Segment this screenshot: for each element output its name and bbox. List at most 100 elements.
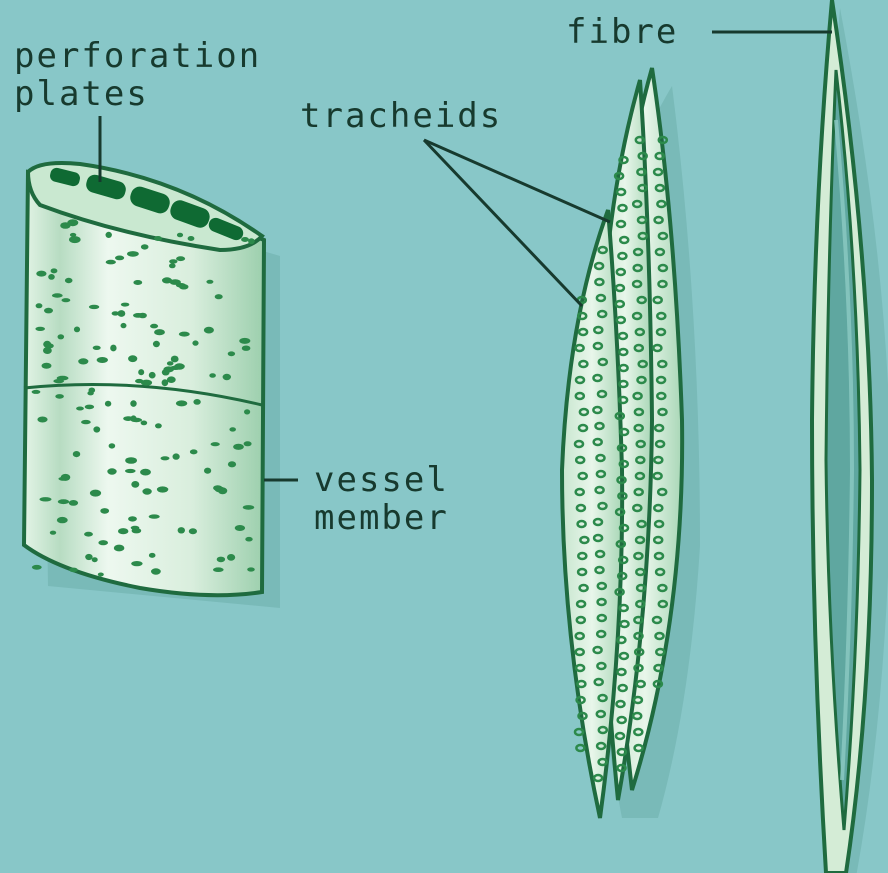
vessel-pit [76, 407, 84, 411]
vessel-pit [44, 308, 53, 314]
vessel-pit [127, 251, 139, 257]
vessel-pit [170, 366, 181, 370]
vessel-pit [51, 268, 58, 273]
vessel-pit [43, 347, 52, 354]
vessel-pit [133, 280, 142, 285]
vessel-pit [73, 451, 80, 457]
vessel-pit [131, 561, 142, 566]
vessel-pit [65, 278, 73, 283]
vessel-pit [189, 528, 197, 534]
vessel-pit [138, 369, 144, 375]
vessel-pit [178, 527, 185, 533]
vessel-pit [114, 545, 125, 552]
vessel-pit [32, 390, 41, 394]
vessel-pit [100, 508, 109, 514]
vessel-pit [245, 537, 252, 542]
vessel-pit [209, 373, 216, 378]
vessel-pit [223, 374, 231, 380]
vessel-pit [42, 363, 52, 369]
vessel-pit [169, 263, 176, 268]
vessel-pit [228, 351, 235, 356]
tracheid-pit [575, 729, 583, 735]
vessel-pit [128, 516, 137, 521]
vessel-pit [85, 405, 94, 410]
vessel-pit [241, 237, 249, 242]
vessel-pit [40, 497, 52, 501]
vessel-pit [215, 294, 223, 299]
vessel-pit [131, 526, 140, 530]
vessel-pit [227, 554, 235, 561]
vessel-pit [215, 487, 225, 493]
vessel-pit [140, 469, 151, 476]
vessel-pit [167, 376, 176, 383]
vessel-pit [110, 345, 116, 352]
vessel-pit [243, 505, 255, 510]
vessel-pit [167, 361, 174, 365]
vessel-pit [204, 327, 214, 334]
vessel-pit [32, 565, 42, 570]
vessel-pit [43, 341, 51, 348]
vessel-pit [211, 442, 220, 446]
vessel-pit [74, 327, 80, 333]
vessel-pit [149, 514, 160, 518]
vessel-pit [155, 423, 162, 428]
vessel-pit [78, 358, 88, 364]
vessel-pit [157, 486, 168, 492]
vessel-pit [190, 449, 198, 454]
vessel-pit [107, 468, 116, 474]
fibre-label: fibre [566, 12, 678, 52]
vessel-pit [70, 233, 76, 237]
vessel-pit [84, 532, 93, 537]
vessel-pit [130, 415, 136, 421]
vessel-pit [60, 222, 70, 229]
vessel-pit [151, 568, 161, 574]
fibre [812, 0, 888, 873]
tracheids-label: tracheids [300, 96, 502, 136]
vessel-pit [176, 256, 185, 261]
vessel-pit [125, 457, 137, 464]
vessel-pit [105, 401, 111, 407]
vessel-pit [81, 420, 91, 424]
tracheids [562, 68, 700, 818]
vessel-pit [169, 259, 177, 263]
vessel-pit [242, 346, 251, 351]
vessel-pit [154, 329, 165, 335]
vessel-pit [188, 236, 195, 241]
vessel-pit [121, 303, 129, 307]
vessel-pit [90, 490, 101, 497]
vessel-pit [87, 391, 93, 395]
vessel-pit [58, 334, 65, 339]
vessel-pit [235, 525, 245, 531]
vessel-pit [115, 256, 124, 261]
vessel-pit [50, 531, 56, 535]
vessel-pit [244, 409, 250, 414]
vessel-pit [93, 426, 100, 432]
vessel-pit [69, 236, 81, 243]
vessel-pit [233, 444, 244, 450]
perforation-plates-label-line2: plates [14, 74, 149, 114]
vessel-pit [206, 280, 213, 284]
vessel-member-label-line1: vessel [314, 460, 449, 500]
vessel-pit [141, 244, 149, 249]
vessel-pit [161, 456, 170, 460]
vessel-pit [98, 573, 104, 577]
vessel-pit [204, 468, 211, 474]
vessel-pit [176, 400, 187, 406]
vessel-pit [149, 372, 156, 379]
vessel-pit [106, 260, 116, 265]
vessel-pit [118, 528, 128, 534]
vessel-pit [62, 298, 71, 302]
vessel-pit [112, 311, 119, 315]
vessel-pit [149, 553, 156, 558]
vessel-pit [61, 474, 71, 481]
vessel-pit [228, 461, 236, 467]
vessel-pit [133, 313, 144, 318]
vessel-pit [92, 557, 98, 562]
vessel-member-label-line2: member [314, 498, 449, 538]
vessel-pit [57, 517, 68, 523]
vessel-pit [142, 488, 151, 494]
vessel-pit [154, 236, 162, 241]
vessel-pit [177, 233, 183, 238]
vessel-pit [37, 417, 47, 423]
vessel-pit [52, 293, 63, 297]
